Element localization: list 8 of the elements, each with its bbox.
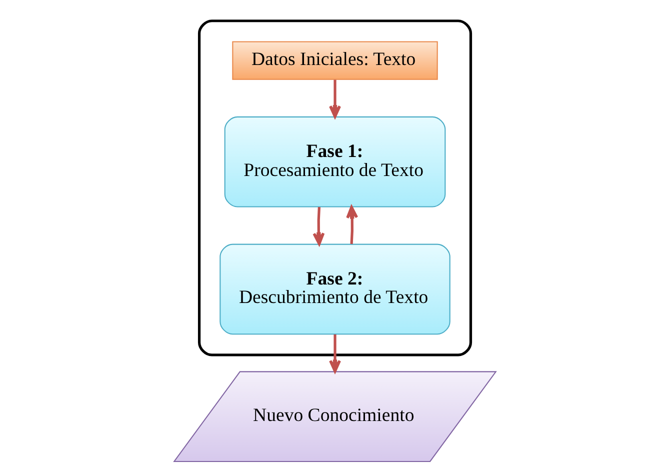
arrow — [346, 206, 358, 244]
arrow — [312, 206, 325, 246]
node-box: Fase 2: Descubrimiento de Texto — [220, 244, 450, 335]
arrow — [329, 334, 341, 373]
arrow — [329, 80, 341, 118]
node-box: Fase 1: Procesamiento de Texto — [224, 116, 446, 208]
node-box: Datos Iniciales: Texto — [232, 41, 438, 80]
cluster — [198, 20, 472, 356]
